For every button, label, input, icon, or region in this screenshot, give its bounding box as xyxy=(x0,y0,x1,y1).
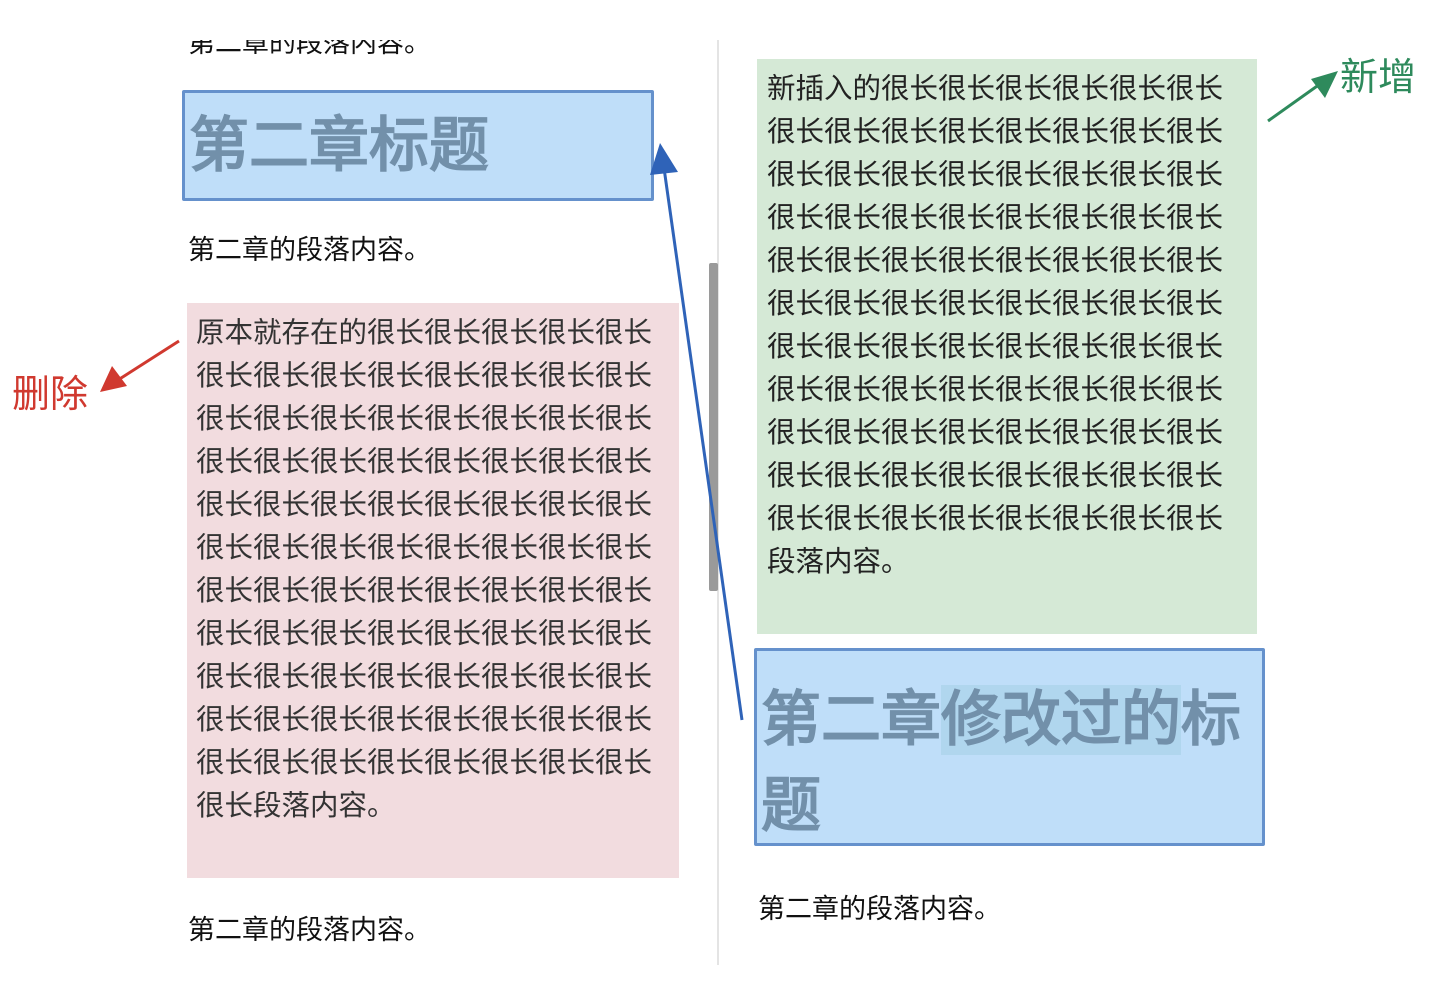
right-heading-modified: 第二章修改过的标题 xyxy=(754,648,1265,846)
column-divider xyxy=(717,40,719,965)
heading-unchanged-suffix: 标题 xyxy=(761,685,1241,841)
scrollbar-thumb[interactable] xyxy=(709,263,718,591)
added-arrow-icon xyxy=(1267,71,1338,123)
inserted-paragraph-block: 新插入的很长很长很长很长很长很长很长很长很长很长很长很长很长很长很长很长很长很长… xyxy=(757,59,1257,634)
deleted-arrow-icon xyxy=(100,339,180,392)
heading-changed-text: 修改过的 xyxy=(941,685,1181,755)
right-heading-text: 第二章修改过的标题 xyxy=(761,677,1261,849)
left-heading-moved: 第二章标题 xyxy=(182,90,654,201)
move-arrow-icon xyxy=(650,143,744,721)
deleted-paragraph-block: 原本就存在的很长很长很长很长很长很长很长很长很长很长很长很长很长很长很长很长很长… xyxy=(187,303,679,878)
deleted-label: 删除 xyxy=(12,372,89,416)
heading-unchanged-prefix: 第二章 xyxy=(761,685,941,755)
added-label: 新增 xyxy=(1340,55,1417,99)
right-paragraph-1: 第二章的段落内容。 xyxy=(758,894,1001,925)
left-paragraph-1: 第二章的段落内容。 xyxy=(188,235,431,266)
left-heading-text: 第二章标题 xyxy=(189,111,489,181)
left-paragraph-2: 第二章的段落内容。 xyxy=(188,915,431,946)
